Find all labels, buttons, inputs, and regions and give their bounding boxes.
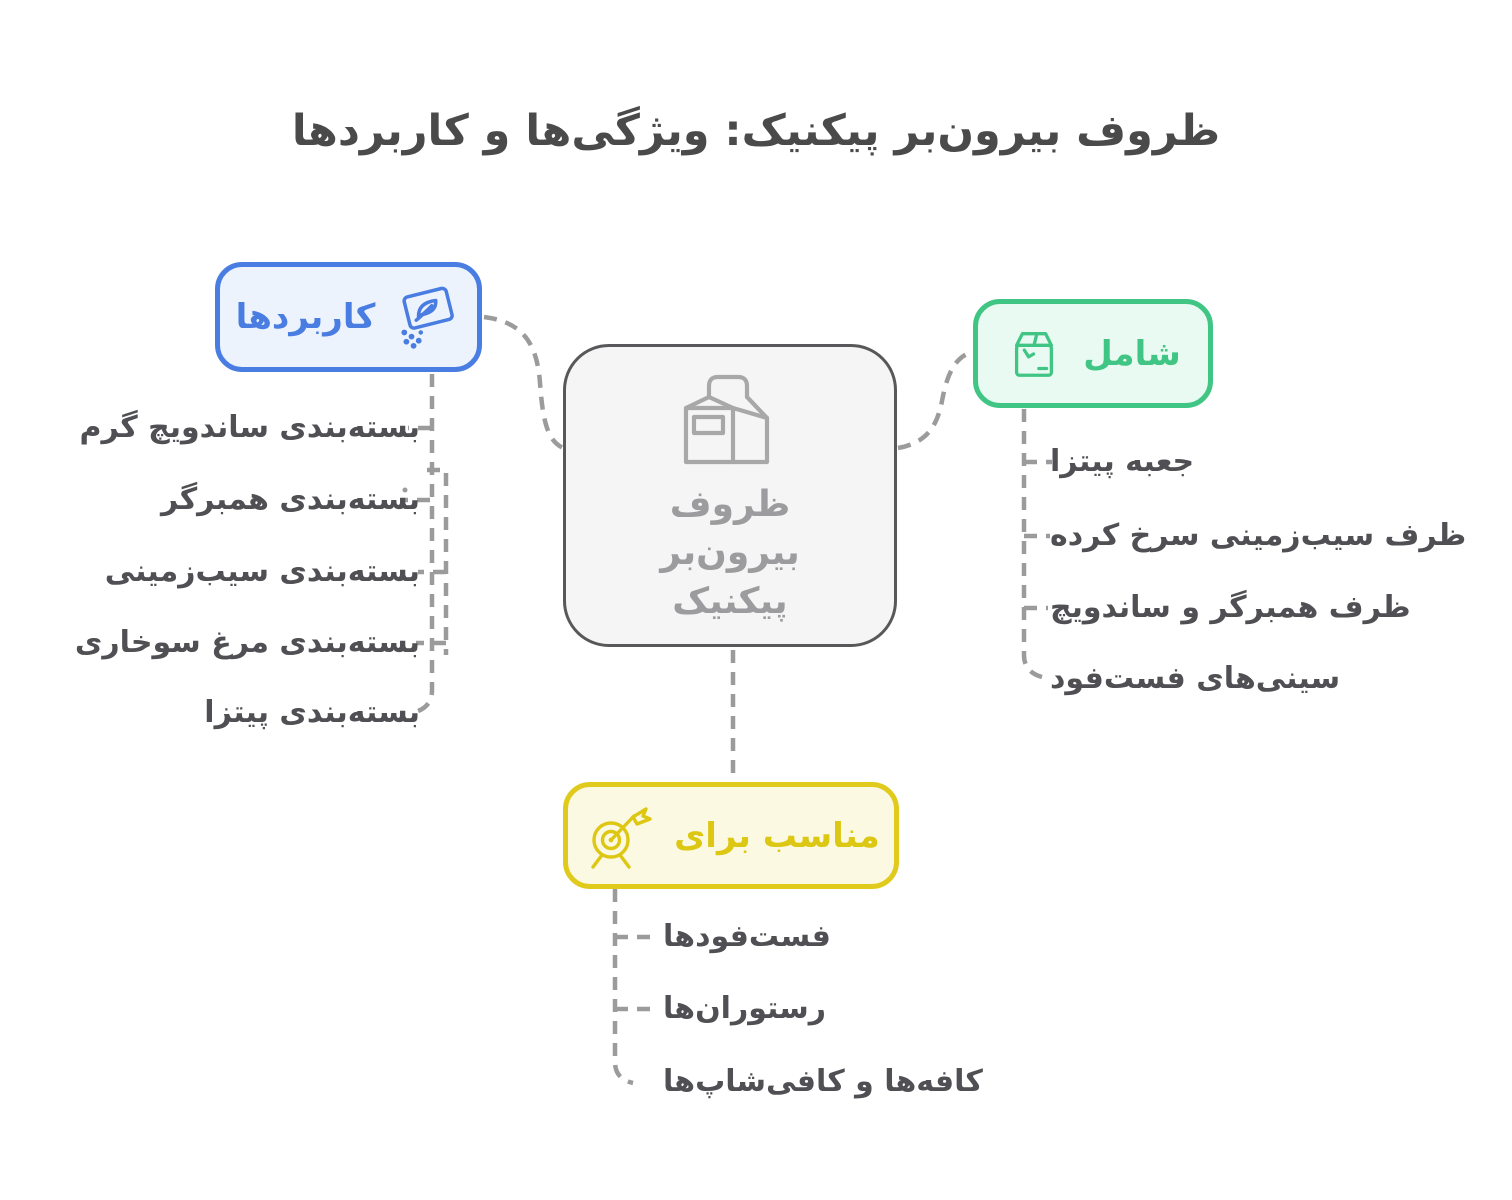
connector-applications-to-center — [483, 314, 565, 451]
applications-node: کاربردها — [215, 262, 482, 372]
center-node-label: ظروف بیرون‌بر پیکنیک — [660, 483, 800, 622]
list-item: بسته‌بندی مرغ سوخاری — [74, 625, 420, 660]
list-item: کافه‌ها و کافی‌شاپ‌ها — [663, 1064, 983, 1099]
connector-center-to-includes — [897, 349, 973, 451]
suitable-for-node: مناسب برای — [563, 782, 899, 889]
center-node: ظروف بیرون‌بر پیکنیک — [563, 344, 897, 647]
applications-node-label: کاربردها — [235, 297, 376, 337]
applications-list-spine-2 — [427, 467, 449, 655]
diagram-title: ظروف بیرون‌بر پیکنیک: ویژگی‌ها و کاربرده… — [291, 106, 1221, 156]
suitable-for-node-label: مناسب برای — [674, 815, 880, 856]
list-item: بسته‌بندی همبرگر — [161, 482, 420, 517]
list-item: رستوران‌ها — [663, 991, 827, 1026]
list-item: بسته‌بندی ساندویچ گرم — [79, 410, 420, 445]
includes-node: شامل — [973, 299, 1213, 408]
suitable-list-spine — [612, 889, 634, 1086]
spine-dot — [402, 487, 408, 493]
list-item: فست‌فودها — [663, 919, 831, 954]
takeout-carton-icon — [683, 374, 770, 464]
list-item: سینی‌های فست‌فود — [1050, 661, 1341, 696]
includes-node-label: شامل — [1083, 333, 1181, 374]
list-item: ظرف همبرگر و ساندویچ — [1050, 590, 1411, 625]
list-item: بسته‌بندی پیتزا — [204, 695, 420, 730]
list-item: بسته‌بندی سیب‌زمینی — [104, 554, 420, 589]
applications-list-spine — [410, 374, 435, 716]
list-item: ظرف سیب‌زمینی سرخ کرده — [1050, 518, 1467, 553]
target-dart-icon — [591, 806, 652, 869]
seed-packet-icon — [401, 286, 455, 349]
includes-list-spine — [1021, 409, 1043, 680]
list-item: جعبه پیتزا — [1050, 444, 1195, 479]
package-box-icon — [1015, 331, 1054, 377]
